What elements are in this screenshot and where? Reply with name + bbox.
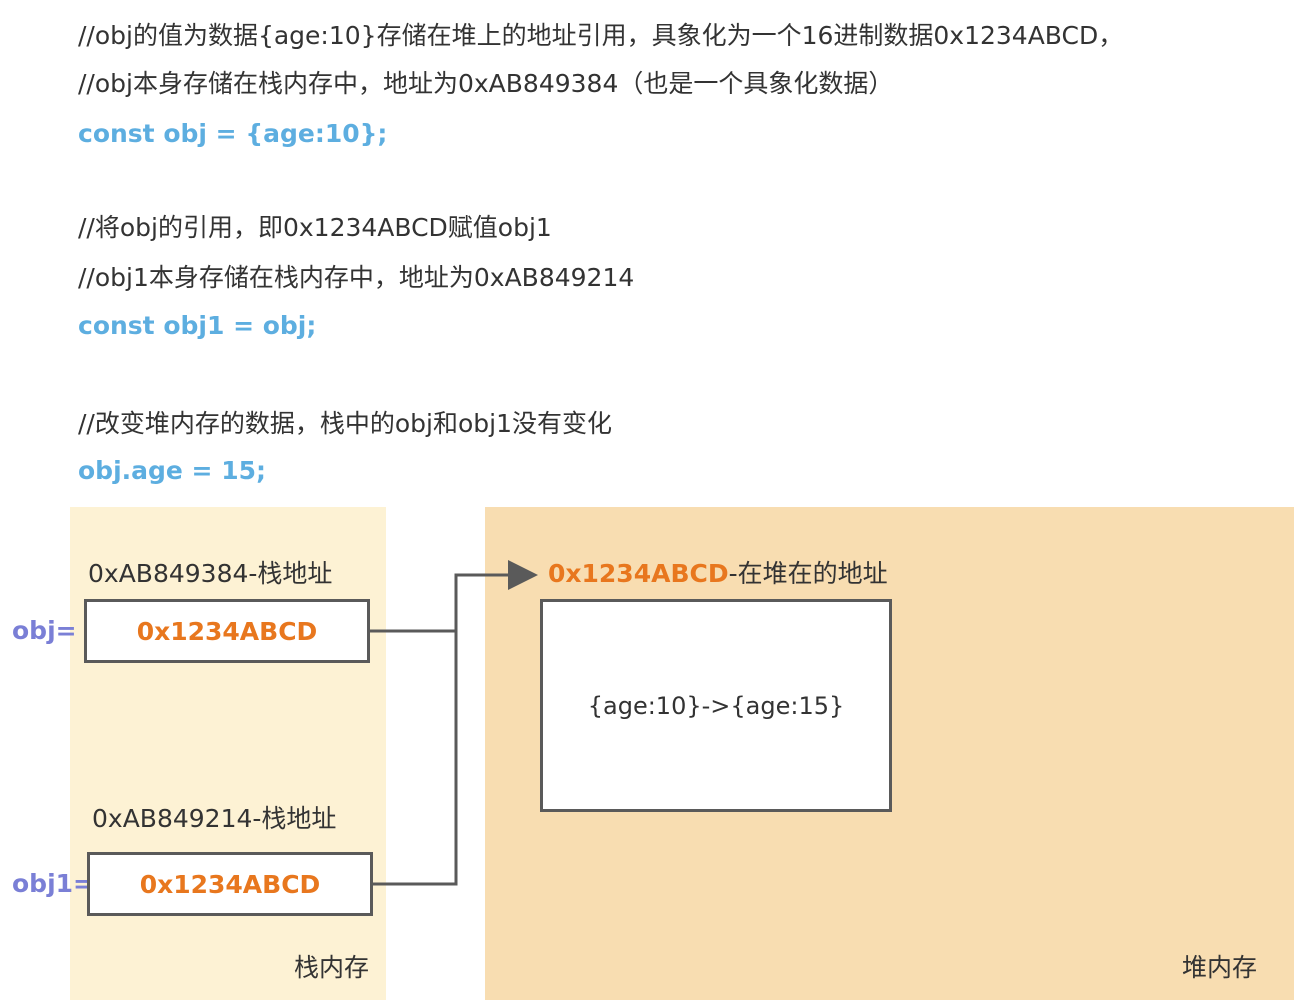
code-line-const-obj: const obj = {age:10};	[78, 119, 388, 148]
code-line-const-obj1: const obj1 = obj;	[78, 311, 317, 340]
stack-memory-region	[70, 507, 386, 1000]
obj-stack-box: 0x1234ABCD	[84, 599, 370, 663]
obj1-stack-box: 0x1234ABCD	[87, 852, 373, 916]
stack-memory-label: 栈内存	[294, 953, 370, 982]
heap-object-box: {age:10}->{age:15}	[540, 599, 892, 812]
comment-line-3: //将obj的引用，即0x1234ABCD赋值obj1	[78, 213, 552, 242]
comment-line-1: //obj的值为数据{age:10}存储在堆上的地址引用，具象化为一个16进制数…	[78, 21, 1124, 50]
comment-line-5: //改变堆内存的数据，栈中的obj和obj1没有变化	[78, 409, 612, 438]
heap-address-label: 0x1234ABCD-在堆在的地址	[548, 558, 888, 590]
obj1-reference-value: 0x1234ABCD	[139, 869, 321, 899]
arrow-obj1-to-heap	[372, 631, 458, 886]
comment-line-4: //obj1本身存储在栈内存中，地址为0xAB849214	[78, 263, 635, 292]
comment-line-2: //obj本身存储在栈内存中，地址为0xAB849384（也是一个具象化数据）	[78, 69, 894, 98]
obj-stack-address-label: 0xAB849384-栈地址	[88, 559, 333, 588]
obj1-stack-address-label: 0xAB849214-栈地址	[92, 804, 337, 833]
obj-variable-name: obj=	[12, 616, 77, 645]
heap-address-value: 0x1234ABCD	[548, 559, 729, 588]
obj-reference-value: 0x1234ABCD	[136, 616, 318, 646]
heap-address-suffix: -在堆在的地址	[728, 559, 888, 588]
code-line-obj-age: obj.age = 15;	[78, 456, 267, 485]
heap-memory-label: 堆内存	[1182, 953, 1258, 982]
arrow-obj-to-heap	[369, 560, 538, 633]
heap-object-content: {age:10}->{age:15}	[587, 691, 845, 720]
obj1-variable-name: obj1=	[12, 869, 94, 898]
